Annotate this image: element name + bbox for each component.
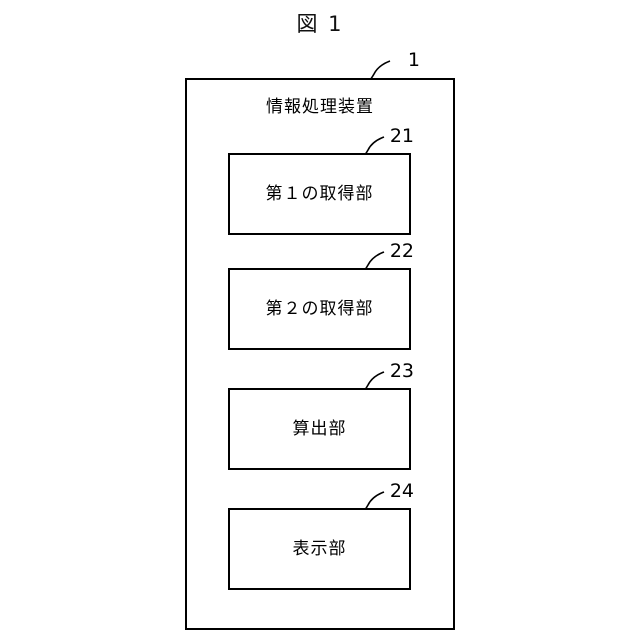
- reference-numeral-1-text: 1: [407, 49, 420, 71]
- reference-numeral-24-text: 24: [389, 480, 414, 502]
- reference-numeral-22-text: 22: [389, 240, 414, 262]
- unit-box-second-acquisition: 第２の取得部: [228, 268, 411, 350]
- unit-box-calculation: 算出部: [228, 388, 411, 470]
- reference-numeral-23-text: 23: [389, 360, 414, 382]
- unit-label-23: 算出部: [292, 418, 347, 439]
- unit-label-21: 第１の取得部: [265, 183, 374, 204]
- unit-box-display: 表示部: [228, 508, 411, 590]
- reference-numeral-21-text: 21: [389, 125, 414, 147]
- figure-title: 図 1: [296, 12, 344, 36]
- apparatus-title: 情報処理装置: [266, 97, 374, 117]
- unit-label-24: 表示部: [292, 538, 347, 559]
- unit-box-first-acquisition: 第１の取得部: [228, 153, 411, 235]
- unit-label-22: 第２の取得部: [265, 298, 374, 319]
